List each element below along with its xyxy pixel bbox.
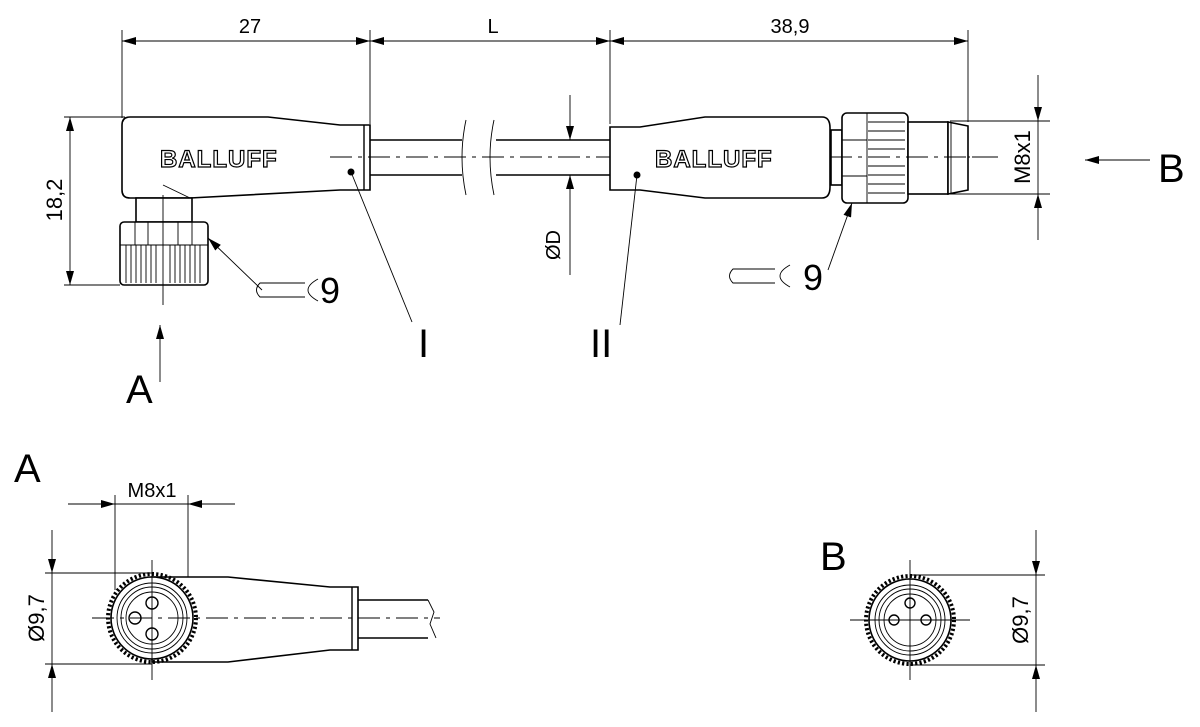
view-a-title: A bbox=[14, 447, 41, 491]
dim-diameter-view-b: Ø9,7 bbox=[1008, 596, 1033, 644]
left-connector: BALLUFF 18,2 9 I bbox=[42, 116, 429, 366]
wrench-icon-right bbox=[729, 264, 791, 288]
top-dimensions: 27 L 38,9 bbox=[121, 16, 969, 124]
dim-diameter-view-a: Ø9,7 bbox=[24, 594, 49, 642]
cable-diameter-dim: ØD bbox=[543, 95, 574, 275]
wrench-icon-left bbox=[256, 278, 319, 302]
dim-right-length: 38,9 bbox=[771, 16, 810, 38]
wrench-size-left: 9 bbox=[320, 270, 340, 311]
brand-logo-right: BALLUFF bbox=[655, 146, 773, 173]
view-b: B Ø9,7 bbox=[820, 530, 1045, 712]
part-label-ii: II bbox=[590, 322, 612, 366]
dim-cable-length: L bbox=[487, 16, 498, 38]
dim-left-height: 18,2 bbox=[42, 179, 67, 222]
dim-thread-right: M8x1 bbox=[1010, 130, 1035, 184]
view-arrow-b: B bbox=[1085, 147, 1185, 191]
dim-left-length: 27 bbox=[239, 16, 261, 38]
view-b-title: B bbox=[820, 535, 847, 579]
view-arrow-b-label: B bbox=[1158, 147, 1185, 191]
dim-cable-diameter: ØD bbox=[543, 230, 565, 260]
brand-logo-left: BALLUFF bbox=[160, 146, 278, 173]
view-arrow-a: A bbox=[126, 325, 164, 412]
view-arrow-a-label: A bbox=[126, 368, 153, 412]
wrench-size-right: 9 bbox=[803, 257, 823, 298]
dim-thread-view-a: M8x1 bbox=[128, 480, 177, 502]
right-connector: BALLUFF M8x1 9 II bbox=[590, 75, 1050, 366]
view-a: A M8x1 Ø9,7 bbox=[14, 447, 440, 712]
part-label-i: I bbox=[418, 322, 429, 366]
